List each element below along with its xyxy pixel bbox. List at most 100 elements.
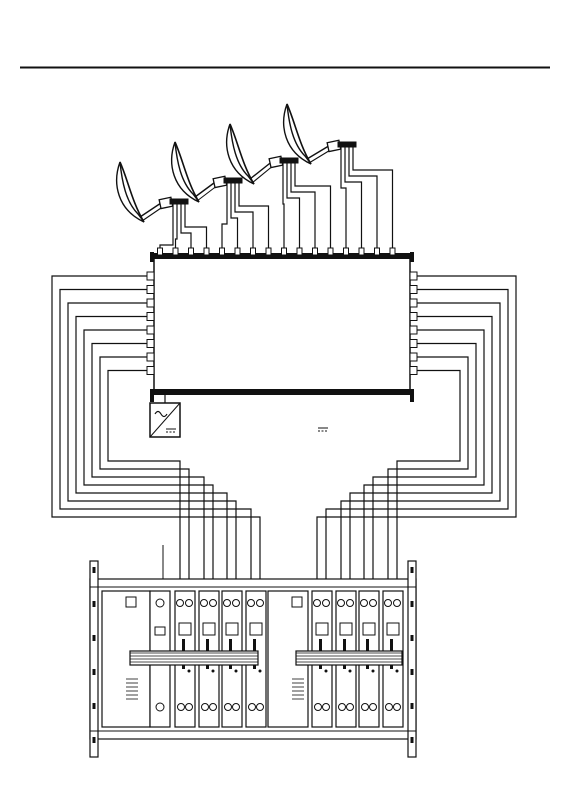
input-connector bbox=[390, 248, 395, 255]
display-window bbox=[179, 623, 191, 635]
rack-rail bbox=[408, 561, 416, 757]
status-led bbox=[325, 670, 328, 673]
connector-port bbox=[394, 704, 401, 711]
connector-port bbox=[257, 600, 264, 607]
connector-port bbox=[248, 600, 255, 607]
connector-port bbox=[347, 704, 354, 711]
input-connector bbox=[173, 248, 178, 255]
connector-port bbox=[202, 704, 209, 711]
output-connector-right bbox=[410, 299, 417, 307]
lnb-head bbox=[170, 199, 188, 204]
connector-port bbox=[249, 704, 256, 711]
rail-hole bbox=[93, 703, 96, 709]
mount-tab bbox=[410, 252, 414, 262]
connector-port bbox=[370, 600, 377, 607]
display-window bbox=[387, 623, 399, 635]
output-connector-left bbox=[147, 313, 154, 321]
rail-hole bbox=[411, 601, 414, 607]
connector-port bbox=[186, 600, 193, 607]
rail-hole bbox=[411, 737, 414, 743]
input-connector bbox=[375, 248, 380, 255]
rack-rail bbox=[90, 561, 98, 757]
display-window bbox=[203, 623, 215, 635]
output-connector-left bbox=[147, 353, 154, 361]
input-connector bbox=[266, 248, 271, 255]
output-connector-right bbox=[410, 272, 417, 280]
lnb-head bbox=[338, 142, 356, 147]
led-indicator bbox=[155, 627, 165, 635]
display-window bbox=[363, 623, 375, 635]
mount-tab bbox=[150, 390, 154, 402]
input-connector bbox=[328, 248, 333, 255]
status-led bbox=[188, 670, 191, 673]
connector-port bbox=[370, 704, 377, 711]
connector-port bbox=[156, 599, 164, 607]
output-connector-right bbox=[410, 313, 417, 321]
connector-port bbox=[177, 600, 184, 607]
rail-hole bbox=[93, 567, 96, 573]
connector-port bbox=[224, 600, 231, 607]
connector-port bbox=[361, 600, 368, 607]
status-led bbox=[235, 670, 238, 673]
multiswitch bbox=[147, 248, 417, 402]
input-connector bbox=[235, 248, 240, 255]
connector-port bbox=[314, 600, 321, 607]
input-connector bbox=[313, 248, 318, 255]
input-connector bbox=[251, 248, 256, 255]
rail-hole bbox=[93, 669, 96, 675]
display-window bbox=[250, 623, 262, 635]
rail-hole bbox=[93, 601, 96, 607]
display-window bbox=[316, 623, 328, 635]
power-switch-icon bbox=[126, 597, 136, 607]
status-led bbox=[212, 670, 215, 673]
connector-port bbox=[323, 704, 330, 711]
connector-port bbox=[394, 600, 401, 607]
output-connector-left bbox=[147, 286, 154, 294]
input-connector bbox=[297, 248, 302, 255]
connector-port bbox=[201, 600, 208, 607]
input-connector bbox=[189, 248, 194, 255]
connector-port bbox=[347, 600, 354, 607]
connector-port bbox=[257, 704, 264, 711]
output-connector-left bbox=[147, 340, 154, 348]
output-connector-left bbox=[147, 272, 154, 280]
connector-port bbox=[315, 704, 322, 711]
output-connector-right bbox=[410, 340, 417, 348]
mount-tab bbox=[410, 390, 414, 402]
output-connector-left bbox=[147, 326, 154, 334]
mount-tab bbox=[150, 252, 154, 262]
lnb-head bbox=[280, 158, 298, 163]
output-connector-right bbox=[410, 286, 417, 294]
rail-hole bbox=[93, 737, 96, 743]
connector-port bbox=[210, 704, 217, 711]
connector-port bbox=[186, 704, 193, 711]
output-connector-right bbox=[410, 326, 417, 334]
rail-hole bbox=[411, 669, 414, 675]
input-connector bbox=[220, 248, 225, 255]
display-window bbox=[226, 623, 238, 635]
input-connector bbox=[158, 248, 163, 255]
connector-port bbox=[225, 704, 232, 711]
connector-port bbox=[339, 704, 346, 711]
status-led bbox=[396, 670, 399, 673]
input-connector bbox=[359, 248, 364, 255]
connector-port bbox=[362, 704, 369, 711]
input-connector bbox=[282, 248, 287, 255]
rail-hole bbox=[93, 635, 96, 641]
multiswitch-bottom-bar bbox=[150, 389, 414, 395]
connector-port bbox=[338, 600, 345, 607]
connector-port bbox=[210, 600, 217, 607]
headend-rack bbox=[90, 561, 416, 757]
lnb-head bbox=[224, 178, 242, 183]
connector-port bbox=[386, 704, 393, 711]
connector-port bbox=[385, 600, 392, 607]
input-connector bbox=[344, 248, 349, 255]
output-connector-left bbox=[147, 299, 154, 307]
rail-hole bbox=[411, 703, 414, 709]
connector-port bbox=[233, 600, 240, 607]
multiswitch-body bbox=[154, 256, 410, 392]
connector-port bbox=[156, 703, 164, 711]
connector-port bbox=[323, 600, 330, 607]
